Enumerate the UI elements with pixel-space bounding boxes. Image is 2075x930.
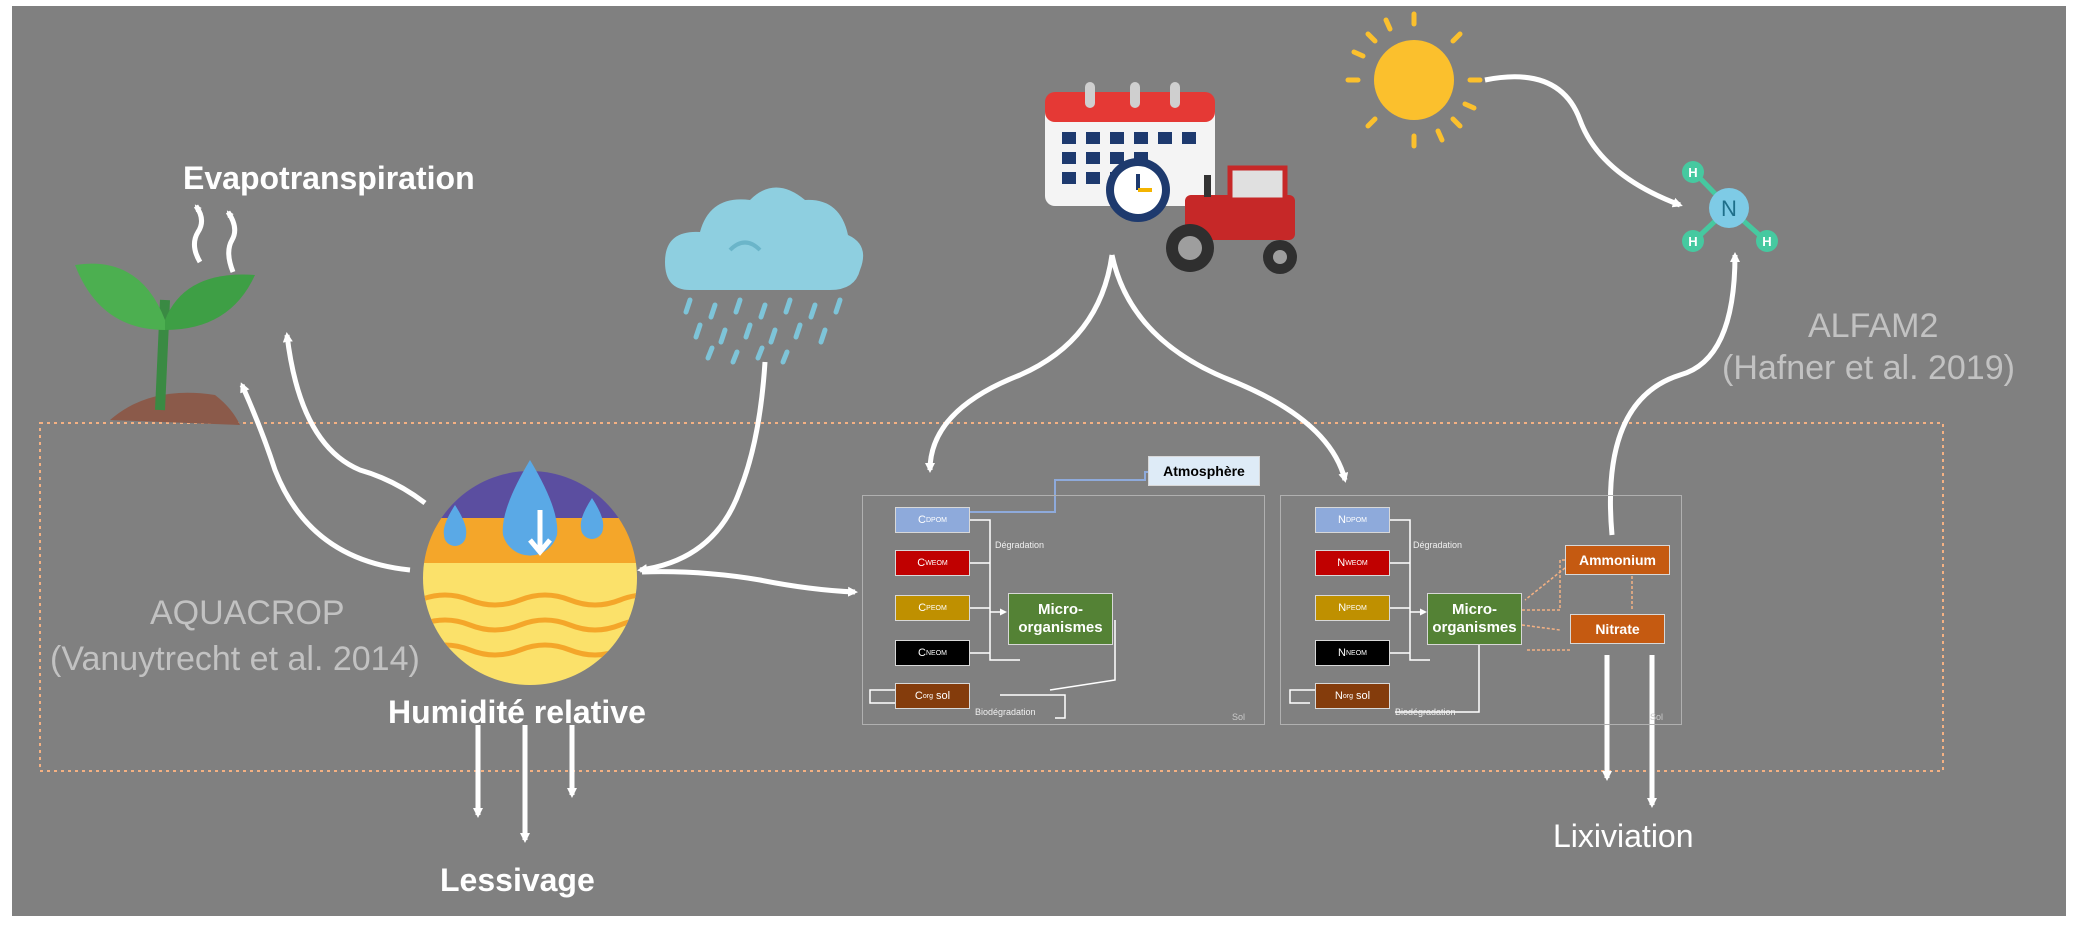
model-boundary-frame bbox=[39, 422, 1944, 772]
diagram-panel bbox=[12, 6, 2066, 916]
pool-subscript: DPOM bbox=[925, 516, 947, 524]
pool-symbol: N bbox=[1338, 514, 1346, 526]
arrow-calendar-to-nitrogen-model bbox=[1109, 254, 1349, 483]
pool-symbol: C bbox=[918, 602, 927, 614]
nitrate-label: Nitrate bbox=[1595, 621, 1640, 637]
carbon-model-panel bbox=[862, 495, 1265, 725]
pool-suffix: sol bbox=[932, 690, 951, 702]
pool-subscript: PEOM bbox=[926, 604, 947, 612]
micro-label-line1: Micro- bbox=[1452, 601, 1497, 618]
nitrogen-model-links bbox=[1289, 519, 1480, 713]
carbon-microorganisms-box: Micro-organismes bbox=[1008, 593, 1113, 645]
ammonia-n-atom: N bbox=[1721, 196, 1737, 221]
carbon-biodegradation-label: Biodégradation bbox=[975, 707, 1036, 717]
micro-label-line1: Micro- bbox=[1038, 601, 1083, 618]
nitrogen-degradation-label: Dégradation bbox=[1413, 540, 1463, 550]
lixiviation-label: Lixiviation bbox=[1553, 818, 1694, 854]
aquacrop-reference: (Vanuytrecht et al. 2014) bbox=[50, 640, 420, 678]
pool-symbol: N bbox=[1338, 647, 1346, 659]
pool-symbol: N bbox=[1334, 690, 1343, 702]
pool-symbol: N bbox=[1338, 602, 1347, 614]
carbon-to-atmosphere-link bbox=[970, 471, 1160, 513]
pool-symbol: C bbox=[917, 557, 926, 569]
ammonia-h-atom: H bbox=[1688, 165, 1697, 180]
micro-label-line2: organismes bbox=[1432, 619, 1517, 636]
calendar-icon bbox=[1045, 82, 1215, 206]
arrow-calendar-to-carbon-model bbox=[925, 254, 1115, 473]
ammonia-h-atom: H bbox=[1762, 234, 1771, 249]
nitrogen-microorganisms-box: Micro-organismes bbox=[1427, 593, 1522, 645]
pool-symbol: N bbox=[1337, 557, 1346, 569]
pool-subscript: NEOM bbox=[925, 649, 947, 657]
pool-subscript: DPOM bbox=[1345, 516, 1367, 524]
nitrogen-panel-corner-label: Sol bbox=[1650, 712, 1664, 722]
clock-icon bbox=[1106, 158, 1170, 222]
rain-cloud-icon bbox=[665, 187, 864, 365]
tractor-icon bbox=[1166, 165, 1297, 274]
arrow-soil-to-plant bbox=[239, 382, 411, 573]
alfam2-model-name: ALFAM2 bbox=[1808, 307, 1939, 345]
pool-suffix: sol bbox=[1352, 690, 1371, 702]
lessivage-label: Lessivage bbox=[440, 862, 595, 898]
sun-icon bbox=[1345, 11, 1483, 149]
ammonium-label: Ammonium bbox=[1579, 552, 1656, 568]
arrow-sun-to-ammonia bbox=[1484, 74, 1683, 208]
pool-subscript: WEOM bbox=[925, 559, 948, 567]
plant-icon bbox=[75, 263, 255, 425]
soil-water-icon bbox=[423, 460, 637, 685]
nitrogen-biodegradation-label: Biodégradation bbox=[1395, 707, 1456, 717]
pool-subscript: org bbox=[922, 692, 933, 700]
pool-subscript: WEOM bbox=[1345, 559, 1368, 567]
ammonia-h-atom: H bbox=[1688, 234, 1697, 249]
humidite-relative-label: Humidité relative bbox=[388, 694, 646, 730]
nitrate-box: Nitrate bbox=[1570, 614, 1665, 644]
pool-symbol: C bbox=[918, 647, 926, 659]
vapor-arrow-left bbox=[192, 204, 204, 264]
nitrogen-model-panel bbox=[1280, 495, 1682, 725]
pool-symbol: C bbox=[914, 690, 923, 702]
arrow-soil-to-evapotranspiration bbox=[282, 332, 427, 505]
carbon-model-links bbox=[869, 519, 1116, 719]
vapor-arrow-right bbox=[225, 210, 238, 273]
arrow-ammonium-to-volatilisation bbox=[1607, 252, 1740, 536]
pool-symbol: C bbox=[918, 514, 926, 526]
ammonia-molecule-icon: N H H H bbox=[1682, 161, 1778, 252]
carbon-degradation-label: Dégradation bbox=[995, 540, 1045, 550]
carbon-panel-corner-label: Sol bbox=[1232, 712, 1246, 722]
micro-label-line2: organismes bbox=[1018, 619, 1103, 636]
pool-subscript: PEOM bbox=[1346, 604, 1367, 612]
alfam2-reference: (Hafner et al. 2019) bbox=[1722, 349, 2015, 387]
aquacrop-model-name: AQUACROP bbox=[150, 594, 345, 632]
atmosphere-box: Atmosphère bbox=[1148, 456, 1260, 486]
ammonium-box: Ammonium bbox=[1565, 545, 1670, 575]
pool-subscript: org bbox=[1342, 692, 1353, 700]
arrow-soil-to-carbon-model bbox=[641, 569, 858, 597]
pool-subscript: NEOM bbox=[1345, 649, 1367, 657]
arrow-rain-to-soil bbox=[637, 361, 768, 575]
atmosphere-label: Atmosphère bbox=[1163, 463, 1245, 479]
evapotranspiration-label: Evapotranspiration bbox=[183, 160, 475, 196]
nitrogen-exchange-links bbox=[1521, 559, 1633, 651]
